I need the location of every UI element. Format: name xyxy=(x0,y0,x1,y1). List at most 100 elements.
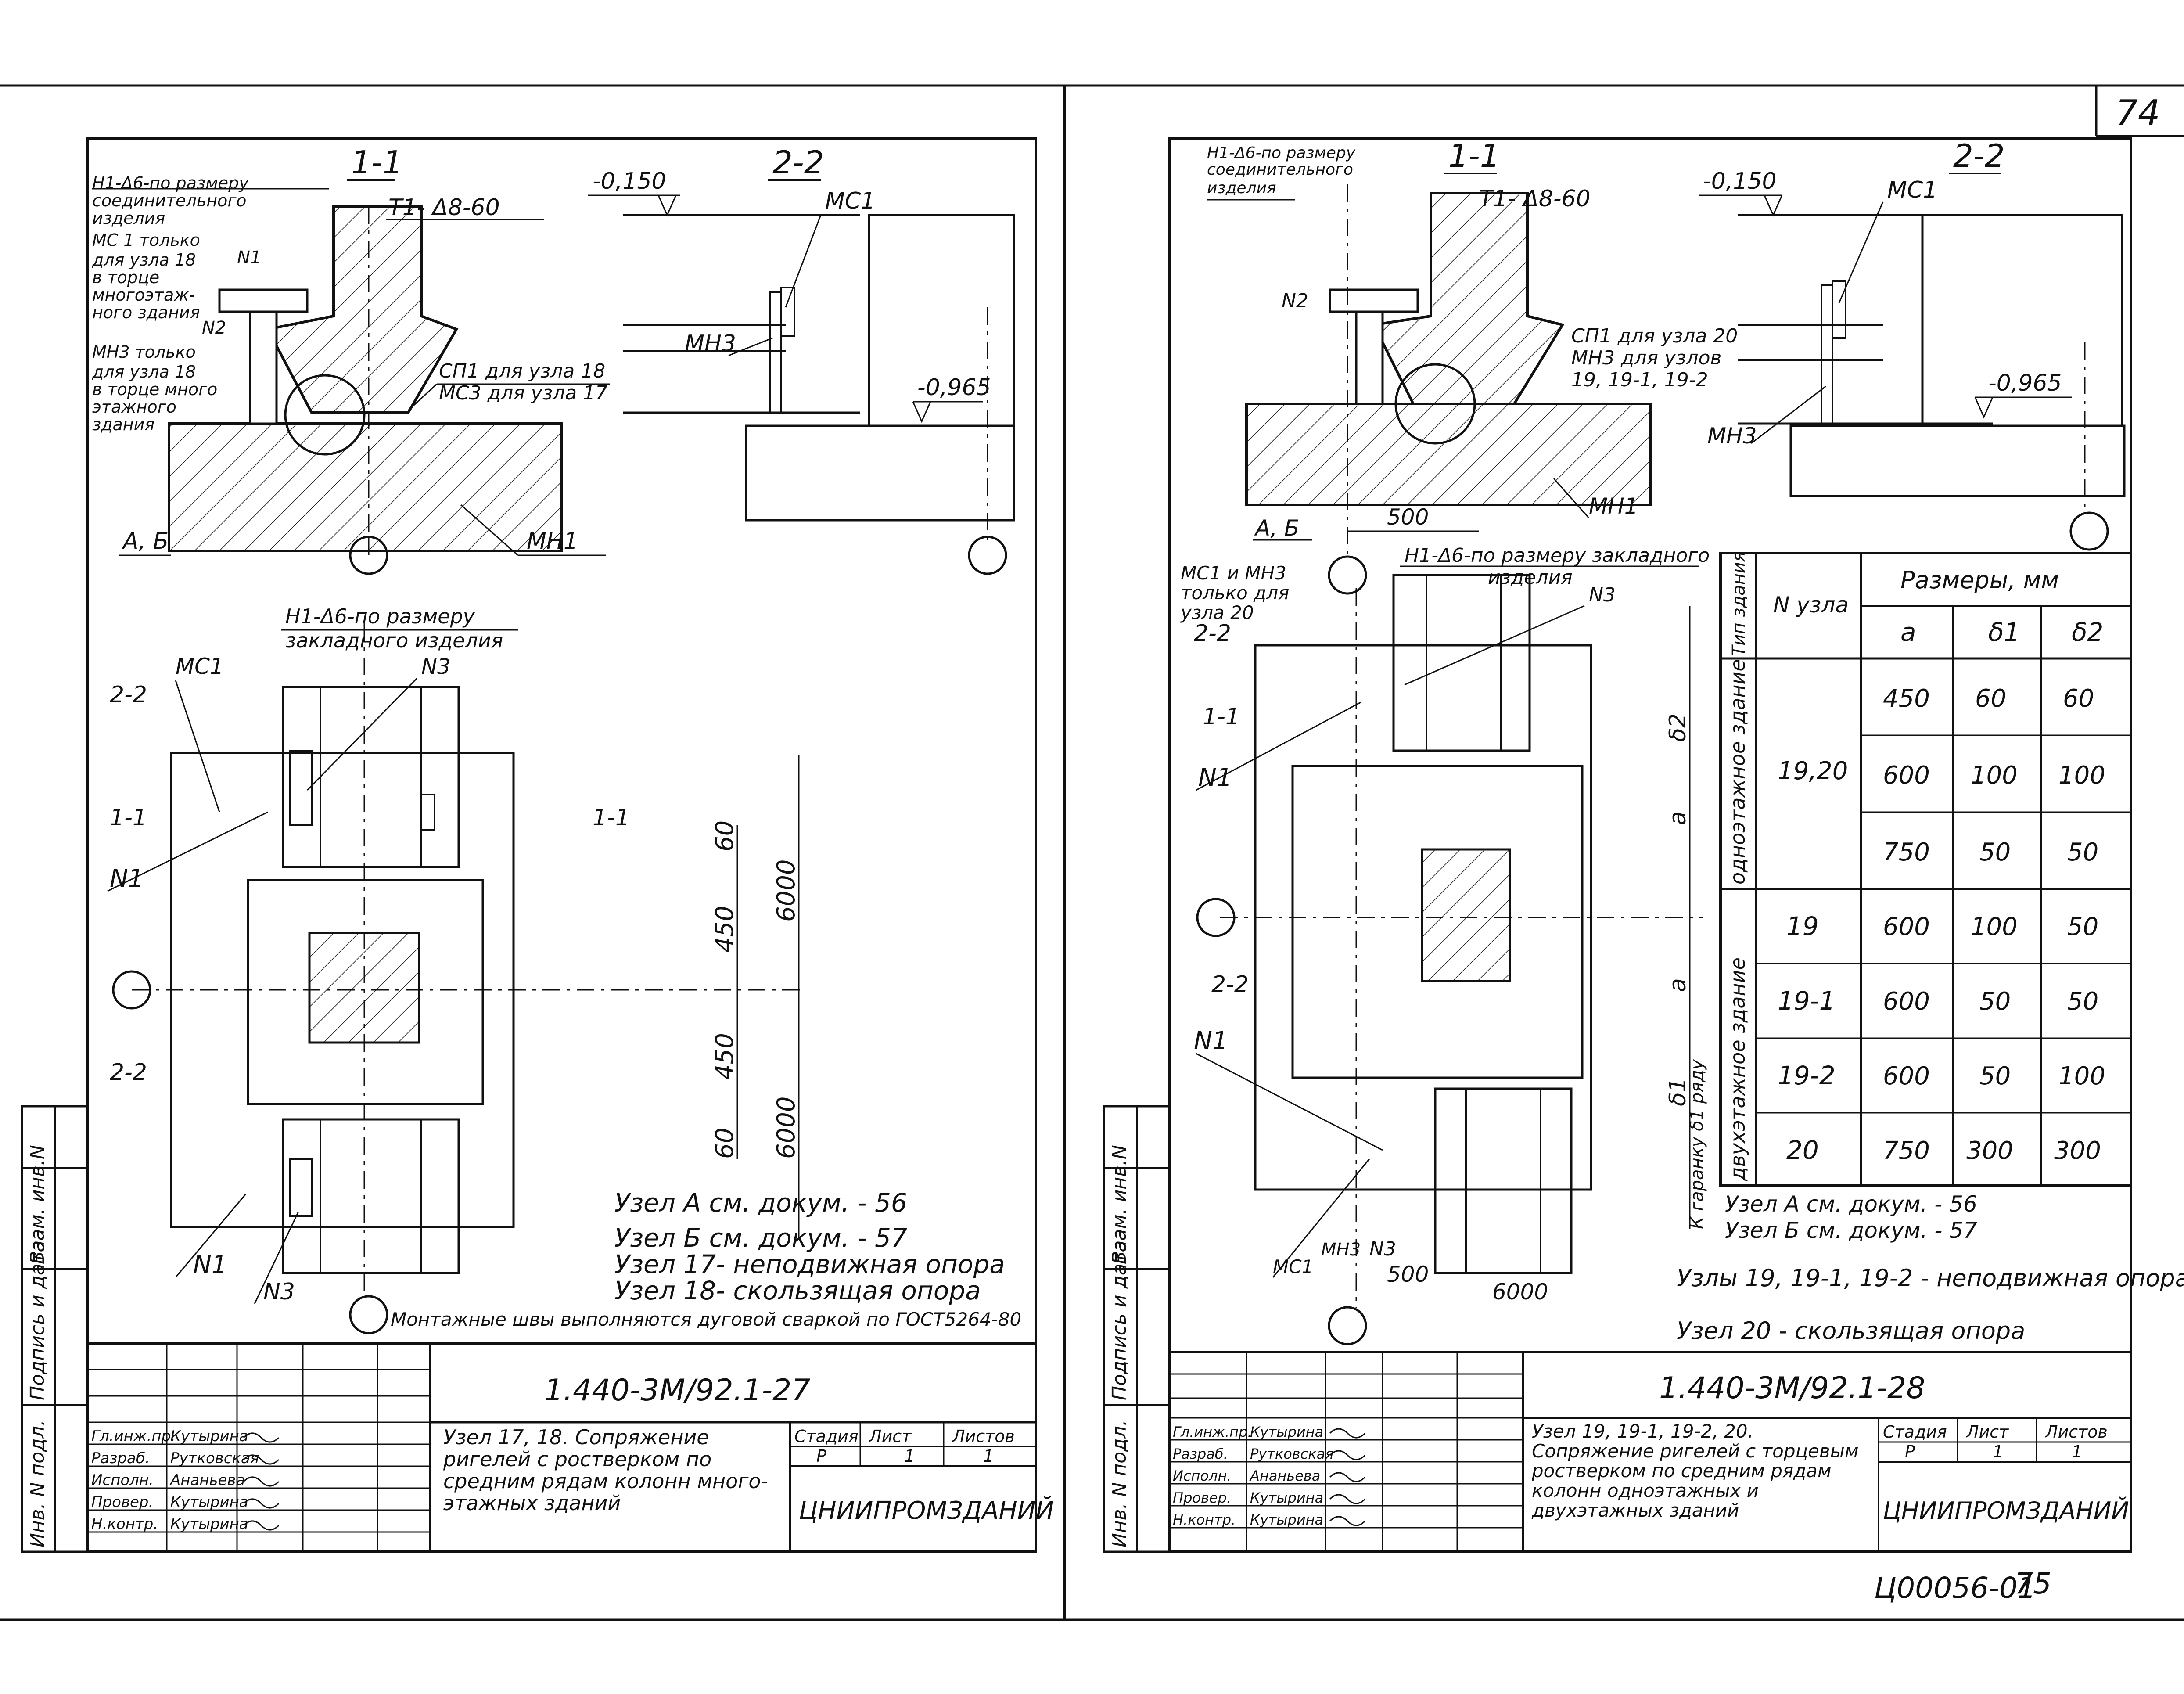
svg-text:300: 300 xyxy=(2054,1137,2101,1165)
right-plan-mh3: МН3 xyxy=(1321,1240,1361,1260)
right-plan-n1-top: N1 xyxy=(1198,763,1232,792)
sheet-page: 75 xyxy=(2015,1567,2051,1600)
right-plan: МС1 и МН3 только для узла 20 Н1-Δ6-по ра… xyxy=(1180,544,1710,1345)
right-signature-1 xyxy=(1329,1428,1366,1439)
svg-text:Кутырина: Кутырина xyxy=(1250,1424,1323,1440)
svg-text:750: 750 xyxy=(1883,838,1930,867)
right-axis-bubble-1 xyxy=(1328,555,1367,595)
svg-text:750: 750 xyxy=(1883,1137,1930,1165)
left-side-stamp: Инв. N подл. Подпись и дата Взам. инв.N xyxy=(21,1105,89,1553)
right-title-1: Узел 19, 19-1, 19-2, 20. xyxy=(1532,1421,1753,1442)
table-row: 19-1 600 50 50 xyxy=(1778,986,2098,1016)
left-axis-bubble-2 xyxy=(968,536,1007,575)
right-sheet: Инв. N подл. Подпись и дата Взам. инв.N … xyxy=(1103,137,2184,1553)
right-sheets-header: Листов xyxy=(2044,1422,2108,1442)
svg-text:19: 19 xyxy=(1786,911,1819,941)
left-marker-2-top: 2-2 xyxy=(110,682,147,708)
svg-text:50: 50 xyxy=(1979,987,2011,1016)
svg-text:в торце: в торце xyxy=(92,268,159,287)
left-signature-1 xyxy=(243,1432,280,1443)
svg-text:Исполн.: Исполн. xyxy=(1173,1467,1232,1484)
left-notes: Узел А см. докум. - 56 Узел Б см. докум.… xyxy=(391,1188,1021,1330)
right-plan-h1-1: Н1-Δ6-по размеру закладного xyxy=(1405,544,1710,567)
right-level-top: -0,150 xyxy=(1703,168,1777,194)
left-plan-n3-bottom: N3 xyxy=(263,1279,295,1305)
svg-text:Провер.: Провер. xyxy=(91,1493,153,1511)
svg-text:Гл.инж.пр.: Гл.инж.пр. xyxy=(1173,1424,1252,1440)
left-signature-3 xyxy=(243,1476,280,1487)
right-dim-b2: δ2 xyxy=(1665,713,1691,742)
left-stage-header: Стадия xyxy=(794,1427,859,1446)
svg-text:Провер.: Провер. xyxy=(1173,1489,1231,1506)
left-section-2-2-title: 2-2 xyxy=(772,144,824,181)
svg-text:Гл.инж.пр.: Гл.инж.пр. xyxy=(91,1428,176,1445)
table-col-type: Тип здания xyxy=(1729,551,1749,656)
svg-text:600: 600 xyxy=(1883,761,1930,790)
svg-text:изделия: изделия xyxy=(1488,566,1573,589)
left-title-4: этажных зданий xyxy=(443,1491,621,1515)
right-dim-6000: 6000 xyxy=(1492,1279,1548,1305)
svg-text:300: 300 xyxy=(1966,1137,2013,1165)
svg-text:600: 600 xyxy=(1883,1062,1930,1090)
right-dim-a-bottom: а xyxy=(1665,978,1691,992)
left-pedestal xyxy=(266,205,459,414)
right-title-block: 1.440-3М/92.1-28 Узел 19, 19-1, 19-2, 20… xyxy=(1168,1351,2132,1553)
left-axis-bubble-1 xyxy=(349,536,388,575)
right-mc1-sec: МС1 xyxy=(1887,177,1937,203)
right-mc1-mh3-1: МС1 и МН3 xyxy=(1181,562,1286,584)
right-dim-500: 500 xyxy=(1387,504,1429,530)
table-group-2: двухэтажное здание xyxy=(1726,957,1749,1181)
left-frame xyxy=(86,137,1037,1553)
right-section-2-2-title: 2-2 xyxy=(1953,137,2005,174)
svg-text:19-1: 19-1 xyxy=(1778,986,1836,1016)
right-stamp-inv-podl: Инв. N подл. xyxy=(1108,1420,1131,1547)
svg-text:50: 50 xyxy=(2067,913,2098,941)
left-plan: 2-2 1-1 1-1 2-2 Н1-Δ6-по размеру закладн… xyxy=(107,604,803,1334)
right-stage-header: Стадия xyxy=(1883,1422,1947,1442)
left-dim-6000-bottom: 6000 xyxy=(772,1096,801,1159)
left-note-2: Узел Б см. докум. - 57 xyxy=(614,1223,907,1253)
left-h1-line1: Н1-Δ6-по размеру xyxy=(92,173,249,193)
right-note-1: Узел А см. докум. - 56 xyxy=(1725,1191,1977,1217)
svg-text:Кутырина: Кутырина xyxy=(1250,1511,1323,1528)
svg-text:ного здания: ного здания xyxy=(92,303,200,322)
right-dim-500-plan: 500 xyxy=(1387,1262,1429,1287)
svg-text:19,20: 19,20 xyxy=(1778,757,1848,785)
svg-text:для узла 18: для узла 18 xyxy=(92,362,196,381)
right-h1-line1: Н1-Δ6-по размеру xyxy=(1207,144,1356,162)
right-plan-n3-bottom: N3 xyxy=(1369,1238,1396,1260)
left-note-5: Монтажные швы выполняются дуговой сварко… xyxy=(391,1309,1021,1330)
svg-text:изделия: изделия xyxy=(1207,179,1276,197)
right-sheets: 1 xyxy=(2072,1442,2082,1461)
right-n2-sec: N2 xyxy=(1282,290,1308,312)
left-stage: Р xyxy=(816,1446,826,1466)
table-row: 600 100 100 xyxy=(1883,761,2105,790)
svg-text:100: 100 xyxy=(2058,1062,2105,1090)
right-title-3: ростверком по средним рядам xyxy=(1531,1460,1832,1482)
right-axis-bubble-4 xyxy=(1328,1306,1367,1345)
left-plan-h1-line1: Н1-Δ6-по размеру xyxy=(285,604,475,628)
right-axis-ab: А, Б xyxy=(1254,515,1299,541)
right-foundation-slab xyxy=(1245,403,1652,506)
left-org: ЦНИИПРОМЗДАНИЙ xyxy=(799,1496,1054,1525)
right-node-circle xyxy=(1394,363,1476,445)
left-level-top: -0,150 xyxy=(593,168,666,194)
svg-text:Ананьева: Ананьева xyxy=(1249,1467,1320,1484)
right-signature-4 xyxy=(1329,1494,1366,1504)
table-row: 19-2 600 50 100 xyxy=(1778,1061,2105,1090)
left-section-2-2: 2-2 -0,150 МС1 МН3 -0,965 xyxy=(588,144,1015,575)
left-note-4: Узел 18- скользящая опора xyxy=(614,1276,981,1306)
left-plan-mc1: МС1 xyxy=(176,654,224,679)
left-axis-bubble-4 xyxy=(349,1295,388,1334)
svg-text:многоэтаж-: многоэтаж- xyxy=(92,285,195,305)
left-mc1-sec: МС1 xyxy=(825,188,875,214)
left-signature-5 xyxy=(243,1520,280,1531)
svg-text:закладного изделия: закладного изделия xyxy=(285,629,503,652)
left-axis-ab: А, Б xyxy=(122,528,169,554)
left-steel-column xyxy=(249,306,278,425)
left-stamp-inv-podl: Инв. N подл. xyxy=(26,1420,49,1547)
right-level-low: -0,965 xyxy=(1988,370,2062,396)
right-note-3: Узлы 19, 19-1, 19-2 - неподвижная опора xyxy=(1677,1264,2184,1292)
right-title-4: колонн одноэтажных и xyxy=(1532,1480,1759,1501)
left-mh3-only: МН3 только xyxy=(92,342,196,362)
